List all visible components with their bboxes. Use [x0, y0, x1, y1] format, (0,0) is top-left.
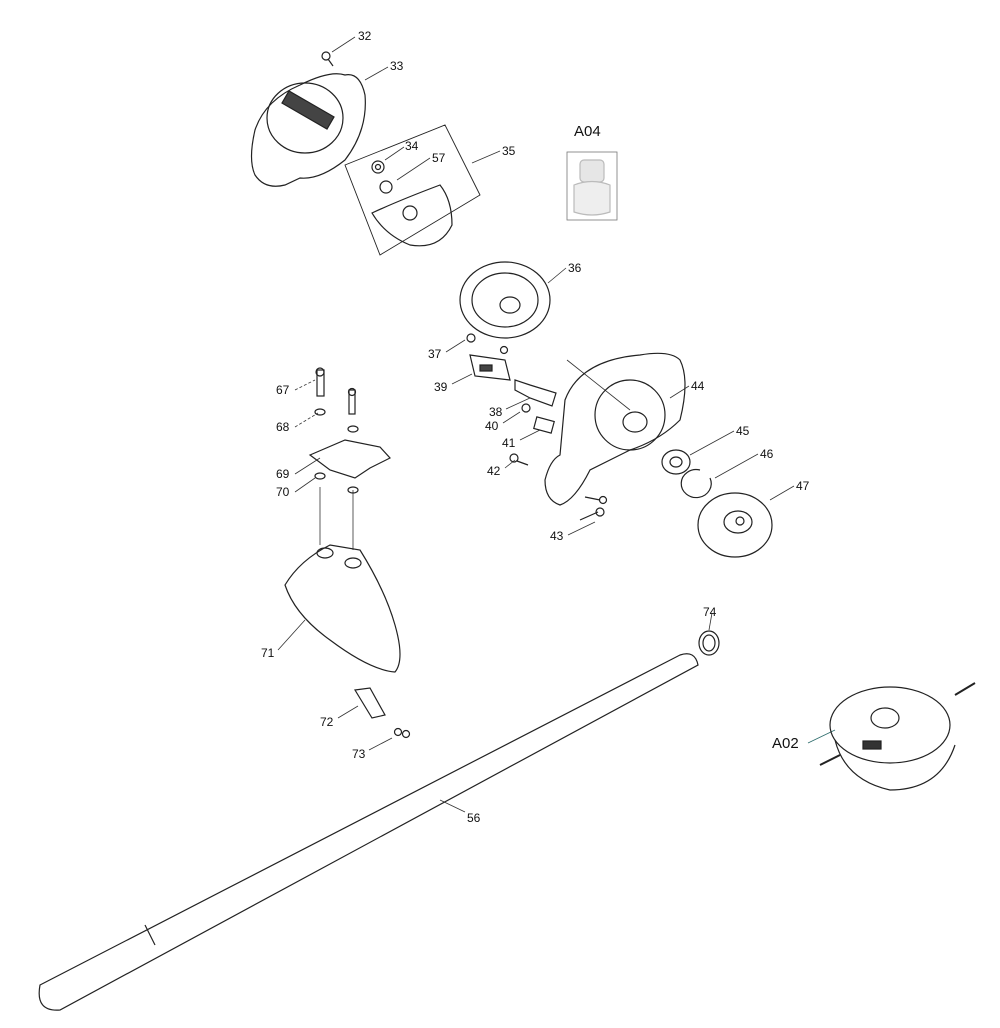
part-36-pulley	[459, 261, 551, 339]
part-44-housing	[544, 352, 686, 506]
callout-41: 41	[502, 436, 516, 450]
part-42-bolt	[509, 453, 529, 466]
part-73-screws	[393, 727, 411, 739]
part-32-bolt	[321, 51, 334, 67]
part-39-plate	[469, 354, 511, 381]
callout-34: 34	[405, 139, 419, 153]
callout-47: 47	[796, 479, 810, 493]
callout-37: 37	[428, 347, 442, 361]
part-A02-trimmer-head	[819, 682, 976, 791]
part-35-recoil	[371, 184, 453, 247]
part-74-ring	[698, 630, 720, 656]
callout-38: 38	[489, 405, 503, 419]
callout-46: 46	[760, 447, 774, 461]
part-A04-cap	[566, 151, 618, 221]
part-43-bolts	[579, 495, 608, 521]
callout-67: 67	[276, 383, 290, 397]
callout-68: 68	[276, 420, 290, 434]
callout-33: 33	[390, 59, 404, 73]
part-70-nuts	[314, 472, 359, 494]
part-56-shaft	[38, 653, 699, 1011]
part-41-block	[533, 416, 555, 434]
callout-32: 32	[358, 29, 372, 43]
callout-72: 72	[320, 715, 334, 729]
callout-56: 56	[467, 811, 481, 825]
part-69-bracket	[308, 439, 391, 479]
callout-A02: A02	[772, 735, 799, 752]
part-35-kit-box	[344, 124, 481, 256]
callout-69: 69	[276, 467, 290, 481]
callout-44: 44	[691, 379, 705, 393]
callout-39: 39	[434, 380, 448, 394]
part-40-screw	[521, 403, 531, 413]
callout-40: 40	[485, 419, 499, 433]
part-33-cover	[250, 73, 366, 187]
part-72-bracket	[354, 687, 386, 719]
callout-73: 73	[352, 747, 366, 761]
part-71-guard	[284, 544, 401, 673]
leader-lines	[277, 36, 836, 813]
part-47-drive-plate	[697, 492, 773, 558]
part-68-washers	[314, 408, 359, 433]
part-37-bolt	[466, 333, 509, 355]
callout-45: 45	[736, 424, 750, 438]
callout-A04: A04	[574, 123, 601, 140]
part-57-oring	[379, 180, 393, 194]
part-45-bearing	[661, 449, 691, 475]
callout-42: 42	[487, 464, 501, 478]
callout-36: 36	[568, 261, 582, 275]
part-46-circlip	[680, 468, 712, 499]
callout-74: 74	[703, 605, 717, 619]
callout-43: 43	[550, 529, 564, 543]
callout-71: 71	[261, 646, 275, 660]
callout-35: 35	[502, 144, 516, 158]
part-67-bolts	[315, 367, 357, 415]
callout-70: 70	[276, 485, 290, 499]
part-34-bearing	[371, 160, 385, 174]
callout-57: 57	[432, 151, 446, 165]
part-38-pawl	[514, 379, 557, 407]
